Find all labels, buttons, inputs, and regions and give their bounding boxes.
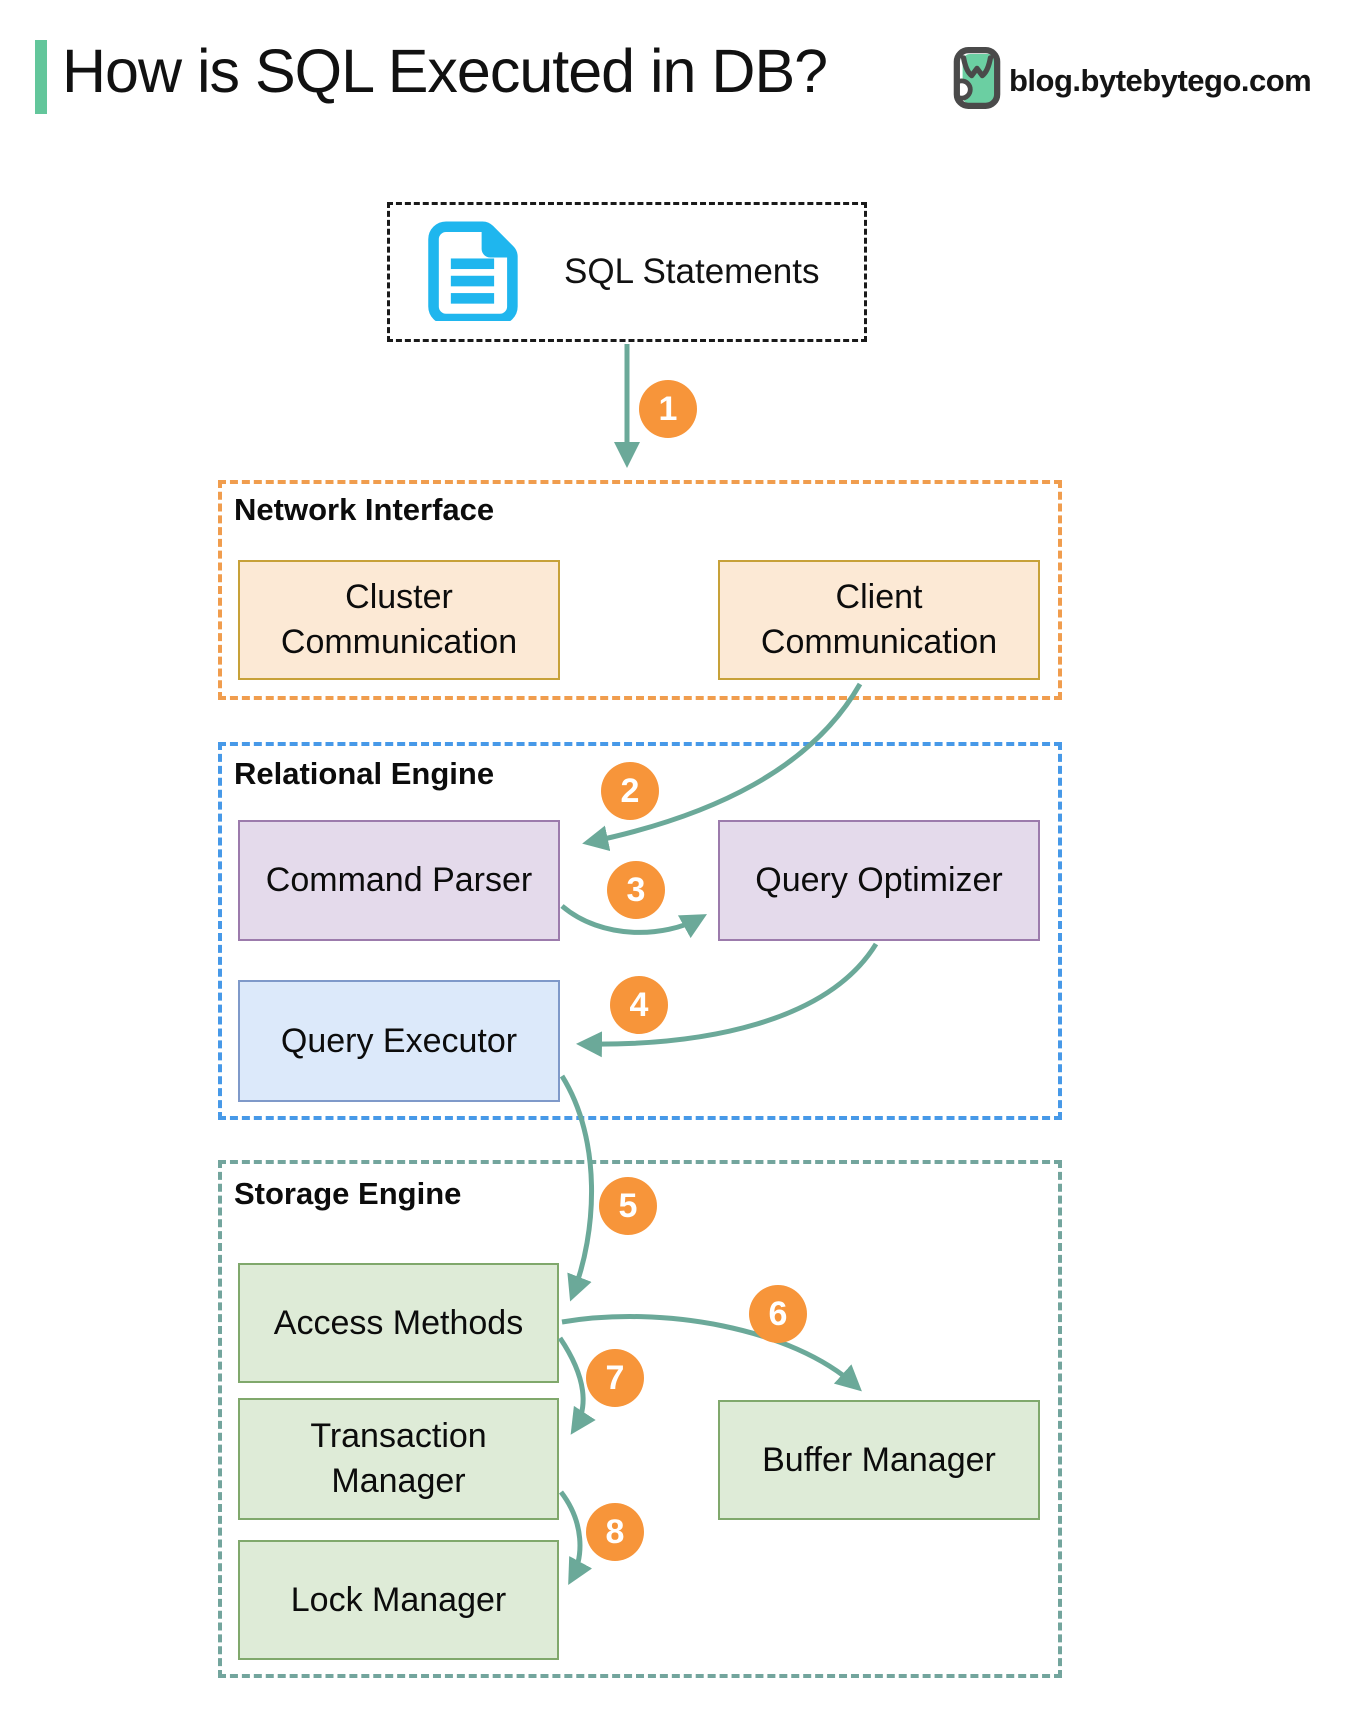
node-buffer-manager: Buffer Manager xyxy=(718,1400,1040,1520)
node-lock-manager: Lock Manager xyxy=(238,1540,559,1660)
step-badge-5: 5 xyxy=(599,1177,657,1235)
step-badge-3: 3 xyxy=(607,861,665,919)
node-query-executor: Query Executor xyxy=(238,980,560,1102)
brand-url: blog.bytebytego.com xyxy=(1009,62,1312,98)
step-badge-6: 6 xyxy=(749,1285,807,1343)
section-title-relational-engine: Relational Engine xyxy=(234,756,495,791)
step-badge-8: 8 xyxy=(586,1503,644,1561)
section-title-storage-engine: Storage Engine xyxy=(234,1176,462,1211)
brand: blog.bytebytego.com xyxy=(953,46,1312,115)
bytebytego-logo-icon xyxy=(953,46,1001,115)
section-title-network-interface: Network Interface xyxy=(234,492,495,527)
step-badge-2: 2 xyxy=(601,762,659,820)
node-client-communication: Client Communication xyxy=(718,560,1040,680)
title-accent-bar xyxy=(35,40,47,114)
node-query-optimizer: Query Optimizer xyxy=(718,820,1040,941)
step-badge-7: 7 xyxy=(586,1349,644,1407)
sql-statements-box: SQL Statements xyxy=(387,202,867,342)
page-title: How is SQL Executed in DB? xyxy=(62,37,828,105)
node-cluster-communication: Cluster Communication xyxy=(238,560,560,680)
step-badge-4: 4 xyxy=(610,976,668,1034)
document-icon xyxy=(422,219,522,326)
node-command-parser: Command Parser xyxy=(238,820,560,941)
sql-statements-label: SQL Statements xyxy=(564,252,820,291)
section-storage-engine xyxy=(218,1160,1062,1678)
node-transaction-manager: Transaction Manager xyxy=(238,1398,559,1520)
step-badge-1: 1 xyxy=(639,380,697,438)
node-access-methods: Access Methods xyxy=(238,1263,559,1383)
